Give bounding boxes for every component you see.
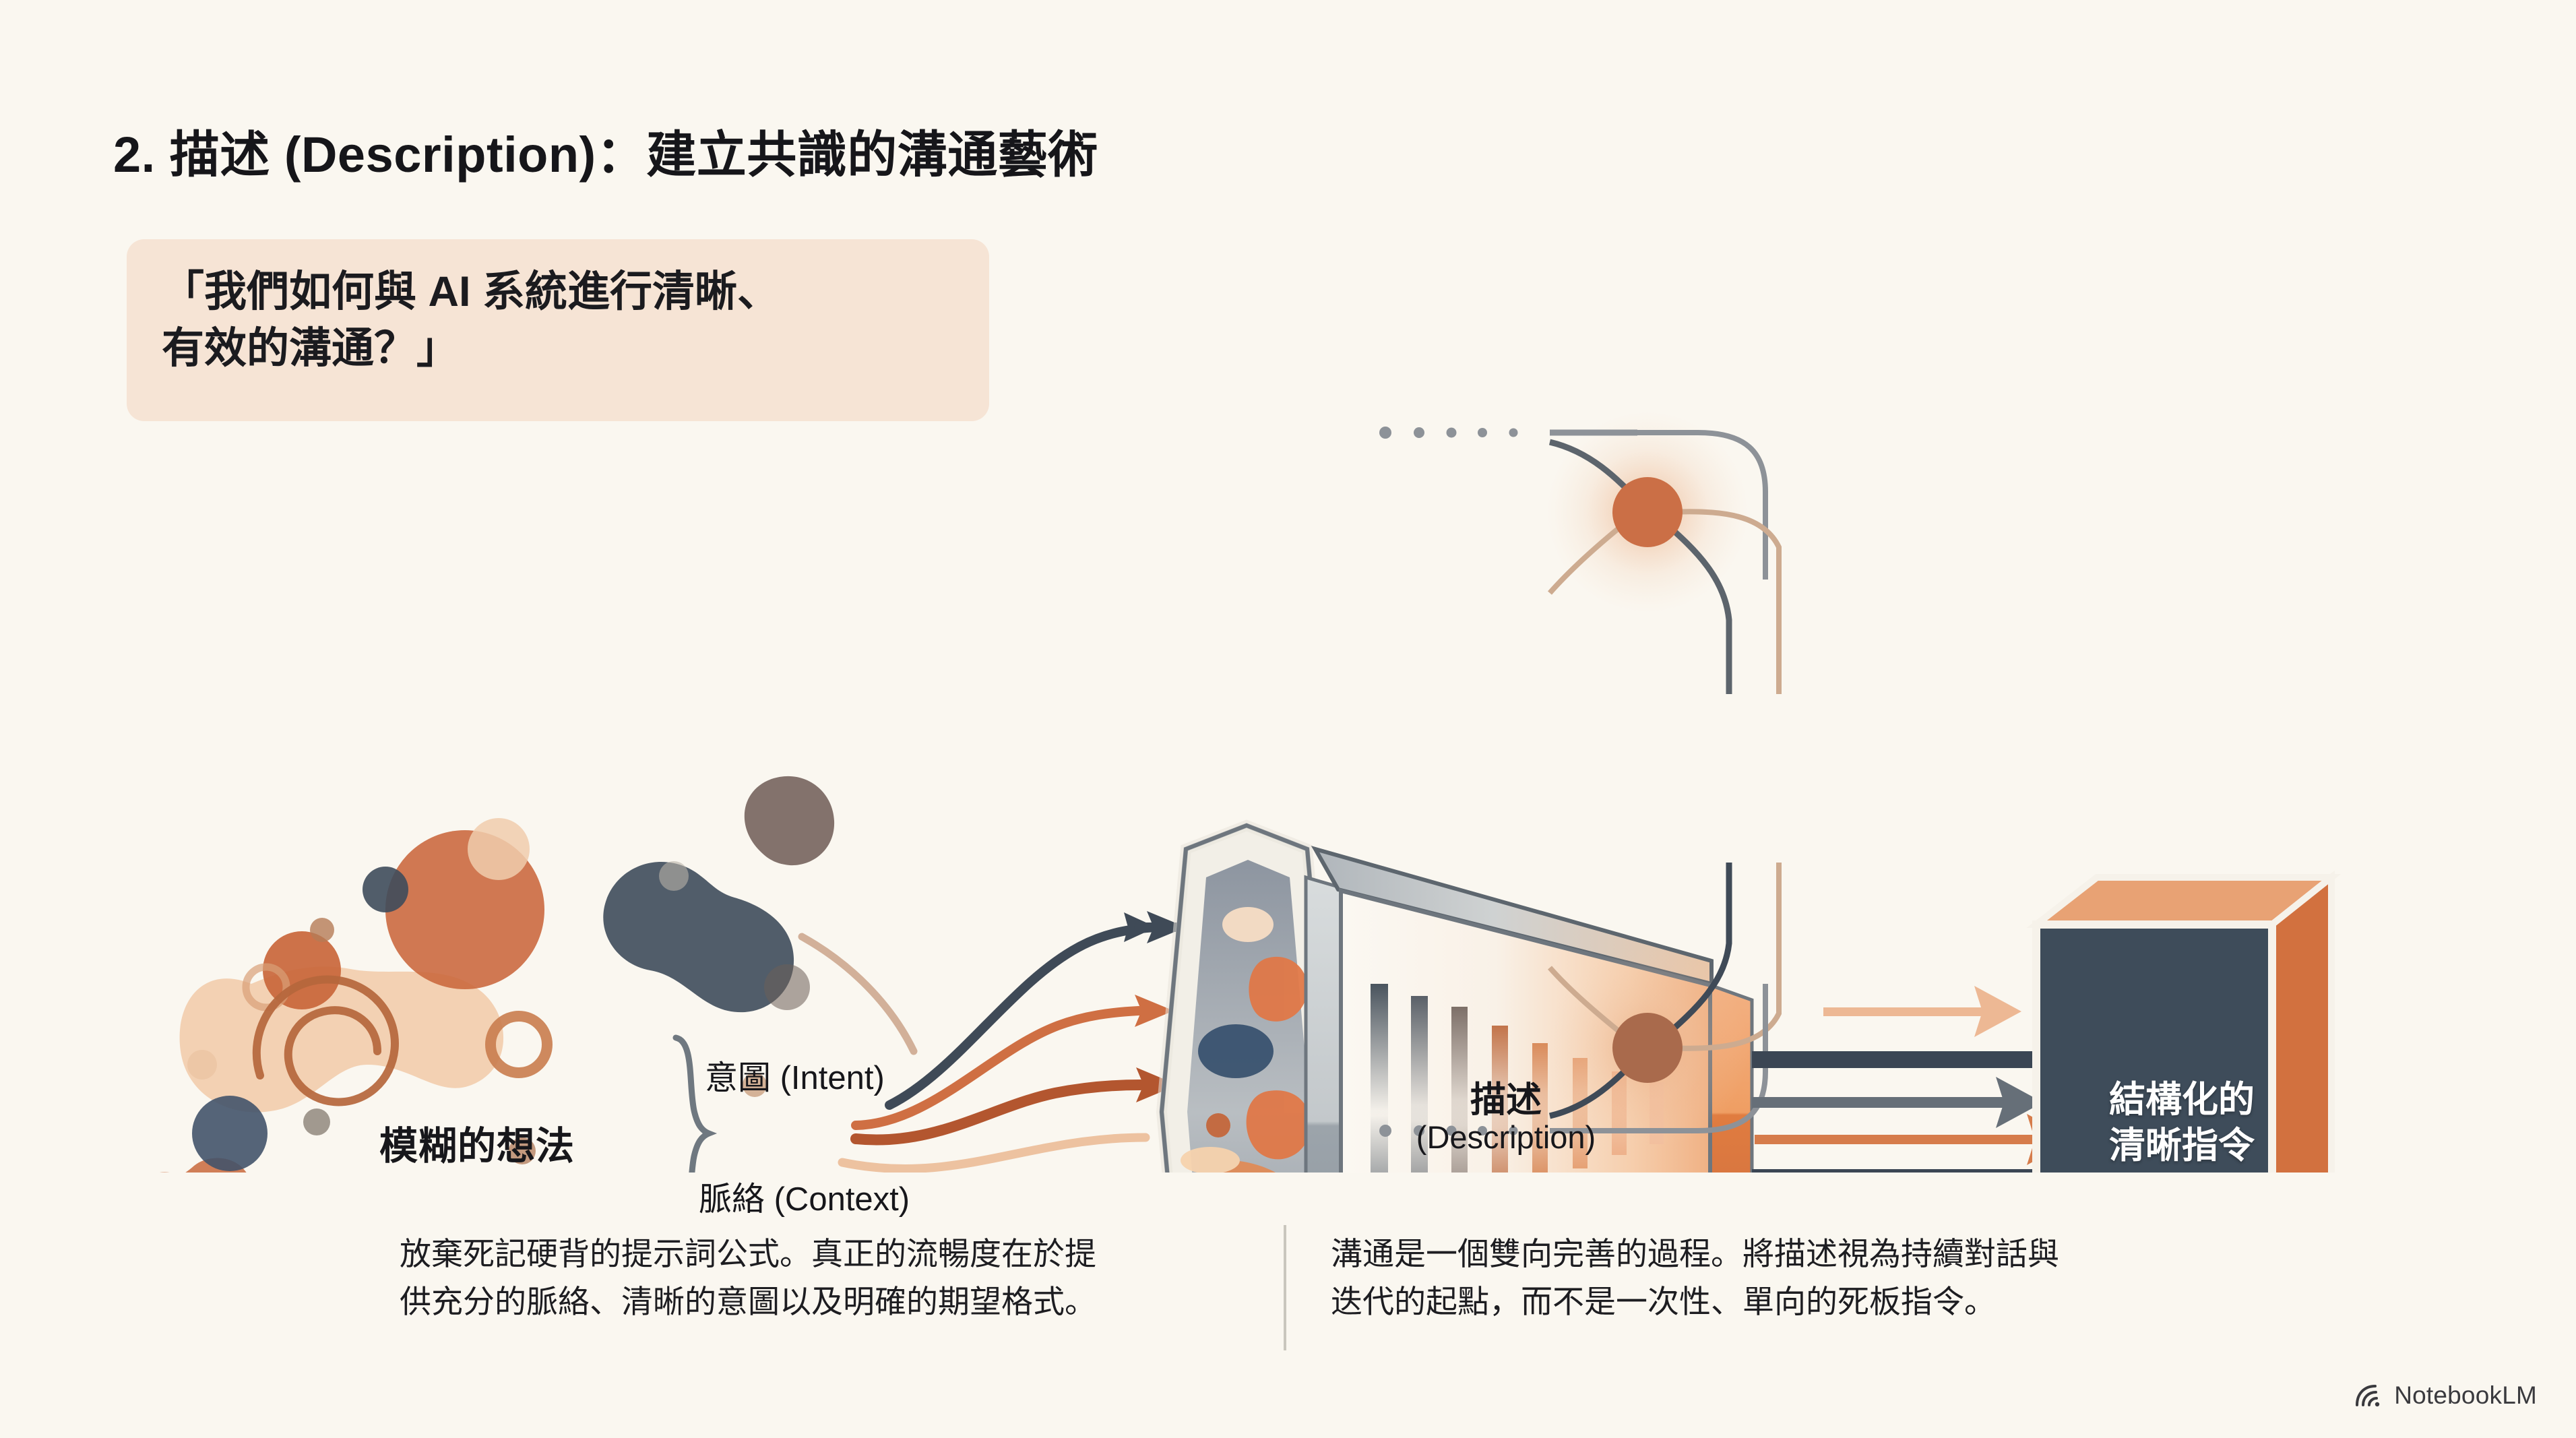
input-arrows xyxy=(838,911,1186,1173)
page-title: 2. 描述 (Description)：建立共識的溝通藝術 xyxy=(113,127,1098,183)
output-arrow-gray-1 xyxy=(1752,1077,2043,1128)
feedback-dots-top xyxy=(1379,427,1518,439)
label-description: 描述 (Description) xyxy=(1378,1080,1634,1156)
notebooklm-label: NotebookLM xyxy=(2394,1381,2537,1409)
process-diagram: 模糊的想法 意圖 (Intent) 脈絡 (Context) 描述 (Descr… xyxy=(0,377,2576,1218)
output-arrow-peach-1 xyxy=(1823,986,2021,1037)
label-context: 脈絡 (Context) xyxy=(699,1181,910,1218)
feedback-dots-bottom xyxy=(1379,1125,1518,1137)
output-arrow-terracotta-1 xyxy=(1755,1114,2074,1165)
feedback-loops xyxy=(1379,411,1782,1149)
footer-captions: 放棄死記硬背的提示詞公式。真正的流暢度在於提 供充分的脈絡、清晰的意圖以及明確的… xyxy=(0,1213,2576,1368)
label-description-en: (Description) xyxy=(1416,1119,1596,1156)
caption-divider xyxy=(1284,1225,1286,1350)
caption-right: 溝通是一個雙向完善的過程。將描述視為持續對話與 迭代的起點，而不是一次性、單向的… xyxy=(1331,1236,2059,1319)
input-brace xyxy=(672,1034,718,1173)
label-vague-ideas: 模糊的想法 xyxy=(379,1125,575,1168)
structured-output-box xyxy=(2026,870,2342,1173)
notebooklm-watermark: NotebookLM xyxy=(2355,1381,2537,1410)
notebooklm-spiral-icon xyxy=(2355,1384,2385,1407)
quote-callout: 「我們如何與 AI 系統進行清晰、 有效的溝通？」 xyxy=(127,239,989,421)
label-description-zh: 描述 xyxy=(1470,1080,1542,1120)
quote-text: 「我們如何與 AI 系統進行清晰、 有效的溝通？」 xyxy=(162,268,780,373)
caption-left: 放棄死記硬背的提示詞公式。真正的流暢度在於提 供充分的脈絡、清晰的意圖以及明確的… xyxy=(400,1236,1096,1319)
vague-ideas-cloud xyxy=(160,776,918,1173)
label-structured-output: 結構化的 清晰指令 xyxy=(2109,1080,2255,1166)
label-intent: 意圖 (Intent) xyxy=(705,1060,885,1096)
